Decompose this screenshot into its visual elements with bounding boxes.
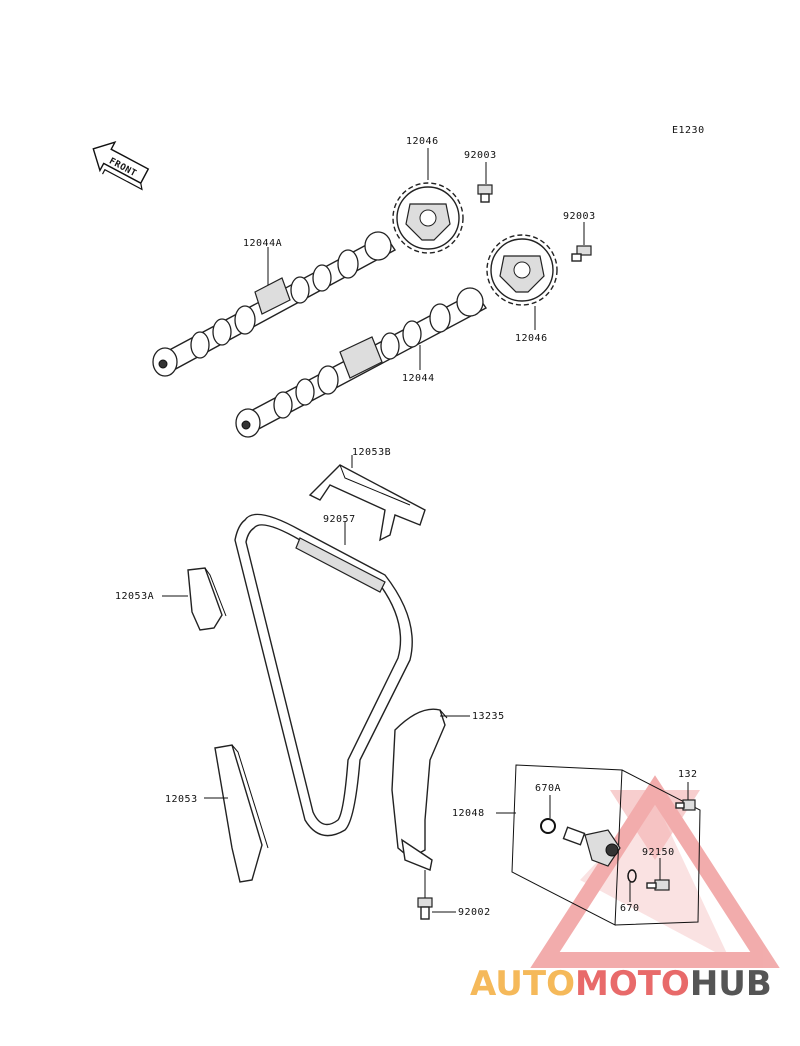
chain-guide: 12053: [165, 744, 269, 883]
label-13235: 13235: [472, 711, 505, 722]
label-12046-lower: 12046: [515, 333, 548, 344]
watermark-text: AUTOMOTOHUB: [470, 964, 772, 1004]
right-bolt: 92003: [563, 211, 596, 262]
watermark-part2: MOTO: [575, 964, 690, 1004]
label-92002: 92002: [458, 907, 491, 918]
label-12053a: 12053A: [115, 591, 154, 602]
tensioner-guide: 13235: [391, 708, 505, 871]
front-arrow-icon: FRONT: [92, 141, 150, 191]
label-12046-upper: 12046: [406, 136, 439, 147]
upper-bolt: 92003: [464, 150, 497, 203]
upper-sprocket: 12046: [392, 136, 464, 254]
label-92057: 92057: [323, 514, 356, 525]
label-92150: 92150: [642, 847, 675, 858]
timing-chain: 92057: [234, 513, 413, 837]
svg-text:AUTOMOTOHUB: AUTOMOTOHUB: [470, 964, 772, 1004]
camshaft-a: 12044A: [152, 231, 397, 377]
label-12044a: 12044A: [243, 238, 282, 249]
top-chain-guide: 12053B: [308, 447, 426, 542]
label-92003-upper: 92003: [464, 150, 497, 161]
tensioner-assembly: 12048 670A 670 132 92150: [452, 764, 701, 926]
lower-bolt: 92002: [417, 870, 491, 920]
label-12048: 12048: [452, 808, 485, 819]
chain-guide-a: 12053A: [115, 567, 227, 631]
lower-sprocket: 12046: [486, 234, 558, 344]
label-12053b: 12053B: [352, 447, 391, 458]
label-12053: 12053: [165, 794, 198, 805]
label-670: 670: [620, 903, 640, 914]
label-132: 132: [678, 769, 698, 780]
label-92003-right: 92003: [563, 211, 596, 222]
watermark-part1: AUTO: [470, 964, 575, 1004]
watermark-part3: HUB: [690, 964, 772, 1004]
label-12044: 12044: [402, 373, 435, 384]
watermark-logo: [530, 775, 780, 968]
diagram-code: E1230: [672, 125, 705, 136]
camshaft: 12044: [235, 287, 488, 438]
label-670a: 670A: [535, 783, 561, 794]
